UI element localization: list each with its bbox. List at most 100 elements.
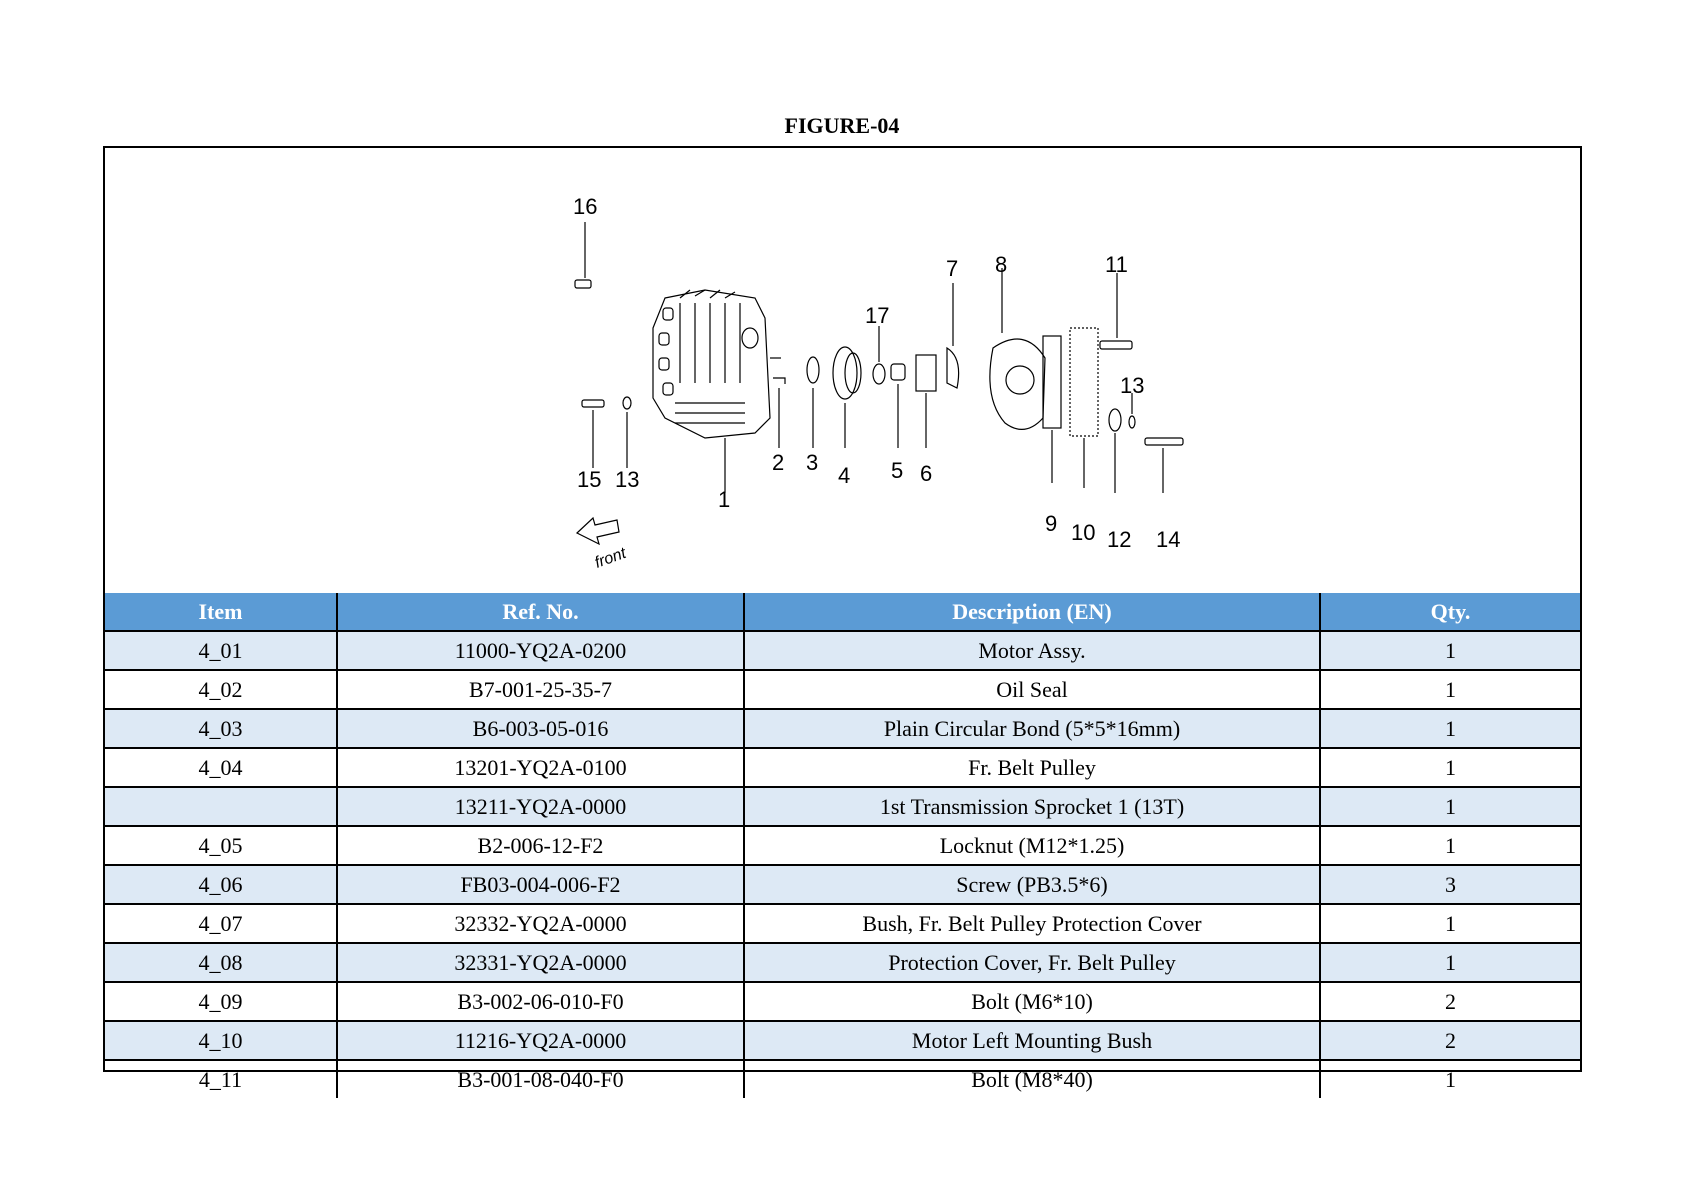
cell-qty: 1 bbox=[1319, 708, 1580, 749]
part-5-locknut bbox=[890, 363, 906, 448]
table-row: 4_10 11216-YQ2A-0000 Motor Left Mounting… bbox=[105, 1020, 1580, 1061]
cell-item: 4_04 bbox=[105, 747, 338, 788]
cell-qty: 1 bbox=[1319, 825, 1580, 866]
cell-ref-no: 13211-YQ2A-0000 bbox=[336, 786, 745, 827]
table-row: 4_11 B3-001-08-040-F0 Bolt (M8*40) 1 bbox=[105, 1059, 1580, 1098]
callout-15: 15 bbox=[577, 467, 601, 492]
header-qty: Qty. bbox=[1319, 593, 1580, 632]
part-3-spacer bbox=[806, 356, 820, 448]
part-12-washer bbox=[1108, 408, 1122, 493]
callout-5: 5 bbox=[891, 458, 903, 483]
part-15-bolt bbox=[581, 399, 605, 468]
part-1-motor bbox=[652, 289, 781, 493]
parts-table: Item Ref. No. Description (EN) Qty. 4_01… bbox=[105, 593, 1580, 1098]
cell-item: 4_09 bbox=[105, 981, 338, 1022]
part-8-protection-cover bbox=[989, 268, 1046, 430]
callout-7: 7 bbox=[946, 256, 958, 281]
callout-13-left: 13 bbox=[615, 467, 639, 492]
cell-ref-no: B2-006-12-F2 bbox=[336, 825, 745, 866]
callout-17: 17 bbox=[865, 303, 889, 328]
table-row: 4_06 FB03-004-006-F2 Screw (PB3.5*6) 3 bbox=[105, 864, 1580, 905]
cell-qty: 1 bbox=[1319, 1059, 1580, 1098]
part-16-bolt bbox=[574, 222, 592, 289]
figure-title: FIGURE-04 bbox=[784, 113, 900, 138]
cell-item: 4_08 bbox=[105, 942, 338, 983]
part-17-washer bbox=[872, 326, 886, 385]
callout-12: 12 bbox=[1107, 527, 1131, 552]
cell-item: 4_07 bbox=[105, 903, 338, 944]
callout-13-right: 13 bbox=[1120, 373, 1144, 398]
cell-item: 4_03 bbox=[105, 708, 338, 749]
table-row: 13211-YQ2A-0000 1st Transmission Sprocke… bbox=[105, 786, 1580, 827]
table-row: 4_04 13201-YQ2A-0100 Fr. Belt Pulley 1 bbox=[105, 747, 1580, 788]
cell-item: 4_05 bbox=[105, 825, 338, 866]
part-6-bush bbox=[915, 354, 937, 448]
callout-8: 8 bbox=[995, 252, 1007, 277]
cell-qty: 2 bbox=[1319, 981, 1580, 1022]
cell-ref-no: B3-001-08-040-F0 bbox=[336, 1059, 745, 1098]
cell-ref-no: 11000-YQ2A-0200 bbox=[336, 630, 745, 671]
cell-description: Plain Circular Bond (5*5*16mm) bbox=[743, 708, 1321, 749]
exploded-diagram: 16 7 8 11 17 13 15 13 1 2 3 4 5 6 9 10 1… bbox=[105, 148, 1580, 593]
table-row: 4_09 B3-002-06-010-F0 Bolt (M6*10) 2 bbox=[105, 981, 1580, 1022]
cell-qty: 1 bbox=[1319, 786, 1580, 827]
callout-11: 11 bbox=[1105, 252, 1128, 277]
callout-9: 9 bbox=[1045, 511, 1057, 536]
cell-ref-no: B7-001-25-35-7 bbox=[336, 669, 745, 710]
cell-ref-no: 32332-YQ2A-0000 bbox=[336, 903, 745, 944]
cell-description: Fr. Belt Pulley bbox=[743, 747, 1321, 788]
cell-qty: 2 bbox=[1319, 1020, 1580, 1061]
cell-ref-no: FB03-004-006-F2 bbox=[336, 864, 745, 905]
cell-description: Locknut (M12*1.25) bbox=[743, 825, 1321, 866]
part-10-plate bbox=[1069, 327, 1099, 437]
callout-6: 6 bbox=[920, 461, 932, 486]
cell-ref-no: B3-002-06-010-F0 bbox=[336, 981, 745, 1022]
exploded-parts-drawing: 16 7 8 11 17 13 15 13 1 2 3 4 5 6 9 10 1… bbox=[573, 194, 1184, 572]
cell-qty: 1 bbox=[1319, 903, 1580, 944]
part-14-bolt bbox=[1144, 437, 1184, 493]
cell-description: Screw (PB3.5*6) bbox=[743, 864, 1321, 905]
callout-3: 3 bbox=[806, 450, 818, 475]
cell-ref-no: 11216-YQ2A-0000 bbox=[336, 1020, 745, 1061]
cell-ref-no: B6-003-05-016 bbox=[336, 708, 745, 749]
part-7-cover-plate bbox=[946, 283, 960, 389]
cell-description: Bolt (M6*10) bbox=[743, 981, 1321, 1022]
table-row: 4_07 32332-YQ2A-0000 Bush, Fr. Belt Pull… bbox=[105, 903, 1580, 944]
callout-10: 10 bbox=[1071, 520, 1095, 545]
table-row: 4_03 B6-003-05-016 Plain Circular Bond (… bbox=[105, 708, 1580, 749]
cell-description: Motor Assy. bbox=[743, 630, 1321, 671]
table-header-row: Item Ref. No. Description (EN) Qty. bbox=[105, 593, 1580, 632]
cell-description: Bolt (M8*40) bbox=[743, 1059, 1321, 1098]
cell-qty: 3 bbox=[1319, 864, 1580, 905]
cell-ref-no: 32331-YQ2A-0000 bbox=[336, 942, 745, 983]
cell-description: Oil Seal bbox=[743, 669, 1321, 710]
cell-qty: 1 bbox=[1319, 747, 1580, 788]
part-13-washer-left bbox=[622, 396, 632, 468]
callout-4: 4 bbox=[838, 463, 850, 488]
callout-2: 2 bbox=[772, 450, 784, 475]
cell-description: Bush, Fr. Belt Pulley Protection Cover bbox=[743, 903, 1321, 944]
part-2-seal bbox=[773, 377, 786, 448]
cell-description: 1st Transmission Sprocket 1 (13T) bbox=[743, 786, 1321, 827]
table-row: 4_02 B7-001-25-35-7 Oil Seal 1 bbox=[105, 669, 1580, 710]
header-item: Item bbox=[105, 593, 338, 632]
callout-1: 1 bbox=[718, 487, 730, 512]
header-ref-no: Ref. No. bbox=[336, 593, 745, 632]
front-arrow-icon bbox=[575, 516, 620, 546]
cell-item: 4_06 bbox=[105, 864, 338, 905]
cell-item: 4_10 bbox=[105, 1020, 338, 1061]
cell-qty: 1 bbox=[1319, 942, 1580, 983]
part-4-pulley bbox=[832, 346, 862, 448]
callout-16: 16 bbox=[573, 194, 597, 219]
cell-qty: 1 bbox=[1319, 630, 1580, 671]
part-11-bolt bbox=[1099, 273, 1133, 350]
figure-frame: 16 7 8 11 17 13 15 13 1 2 3 4 5 6 9 10 1… bbox=[103, 146, 1582, 1098]
table-row: 4_05 B2-006-12-F2 Locknut (M12*1.25) 1 bbox=[105, 825, 1580, 866]
cell-ref-no: 13201-YQ2A-0100 bbox=[336, 747, 745, 788]
cell-item: 4_01 bbox=[105, 630, 338, 671]
part-13-washer-right bbox=[1128, 393, 1136, 429]
callout-14: 14 bbox=[1156, 527, 1180, 552]
cell-item bbox=[105, 786, 338, 827]
table-row: 4_08 32331-YQ2A-0000 Protection Cover, F… bbox=[105, 942, 1580, 983]
cell-item: 4_11 bbox=[105, 1059, 338, 1098]
